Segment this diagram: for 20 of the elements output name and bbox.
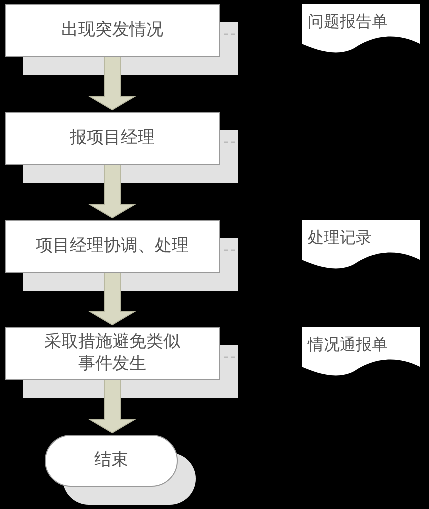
document-shape (302, 220, 420, 270)
process-box (5, 327, 220, 380)
block-arrow (88, 272, 136, 326)
box-label: 项目经理协调、处理 (35, 236, 190, 258)
process-box (5, 112, 220, 165)
process-box (5, 4, 220, 57)
box-label: 报项目经理 (69, 128, 156, 150)
block-arrow (88, 380, 136, 434)
box-label: 出现突发情况 (60, 20, 164, 42)
document-label: 情况通报单 (308, 335, 388, 356)
document-shape (302, 327, 420, 377)
box-label: 结束 (94, 450, 130, 472)
document-label: 处理记录 (308, 228, 372, 249)
document-shape (302, 4, 420, 54)
document-label: 问题报告单 (308, 12, 388, 33)
block-arrow (88, 56, 136, 111)
block-arrow (88, 164, 136, 219)
box-label: 采取措施避免类似事件发生 (44, 332, 182, 375)
terminal-shape (45, 435, 178, 487)
process-box (5, 220, 220, 273)
